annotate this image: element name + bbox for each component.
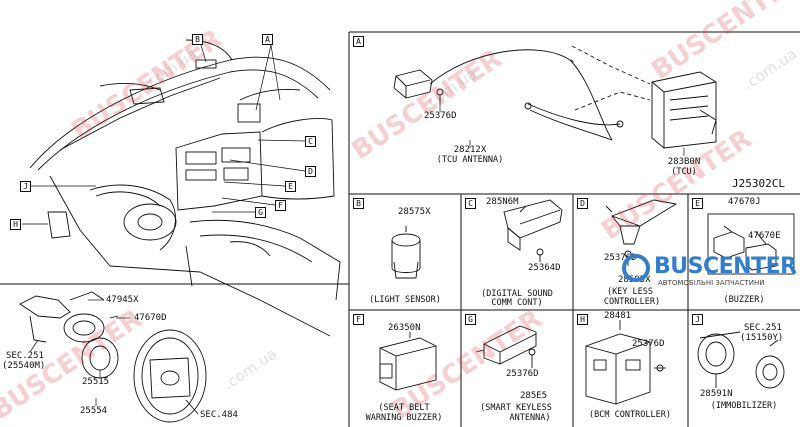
panel-g-letter: G <box>465 314 476 325</box>
part-caption: (KEY LESS <box>606 287 654 297</box>
part-caption: (BUZZER) <box>723 295 765 305</box>
callout-j: J <box>20 181 31 192</box>
part-caption: ANTENNA) <box>509 413 551 423</box>
panel-d-letter: D <box>577 198 588 209</box>
part-label: 25376D <box>604 253 637 263</box>
steering-leaders <box>29 299 130 406</box>
part-caption: (SEAT BELT <box>378 403 430 413</box>
part-label: 28212X <box>453 145 487 155</box>
panel-borders <box>0 31 800 427</box>
part-label: 47670D <box>134 313 167 323</box>
part-label: 25376D <box>424 111 457 121</box>
part-label: 285N6M <box>486 197 519 207</box>
part-caption: (SMART KEYLESS <box>480 403 552 413</box>
panel-c-letter: C <box>465 198 476 209</box>
overview-leaders <box>22 44 306 225</box>
callout-c: C <box>305 136 316 147</box>
part-caption: (DIGITAL SOUND <box>481 289 553 299</box>
panel-d-drawing <box>605 199 678 266</box>
part-caption: COMM CONT) <box>491 298 543 308</box>
diagram-code: J25302CL <box>732 177 785 190</box>
part-label: (25540M) <box>2 361 46 371</box>
part-label: SEC.251 <box>6 351 44 361</box>
part-label: 25364D <box>528 263 561 273</box>
part-label: 25554 <box>80 406 108 416</box>
part-label: 28481 <box>604 311 632 321</box>
part-label: 283B0N <box>667 157 701 167</box>
panel-e-drawing <box>707 213 795 275</box>
callout-d: D <box>305 166 316 177</box>
part-label: 285E5 <box>520 391 548 401</box>
logo-mark-icon <box>622 254 650 282</box>
part-label: SEC.484 <box>200 410 238 420</box>
panel-a-letter: A <box>353 36 364 47</box>
part-label: 28575X <box>398 207 431 217</box>
callout-g: G <box>255 207 266 218</box>
buscenter-logo: BUSCENTER АВТОМОБІЛЬНІ ЗАПЧАСТИНИ <box>622 250 797 296</box>
panel-f-drawing <box>379 332 437 391</box>
part-label: 25515 <box>82 377 110 387</box>
part-label: 25376D <box>506 369 539 379</box>
callout-h: H <box>10 219 21 230</box>
panel-h-drawing <box>585 320 666 405</box>
panel-e-letter: E <box>692 198 703 209</box>
panel-j-drawing <box>697 331 785 389</box>
part-label: 25376D <box>632 339 665 349</box>
part-label: 26350N <box>388 323 421 333</box>
callout-f: F <box>275 200 286 211</box>
logo-tagline: АВТОМОБІЛЬНІ ЗАПЧАСТИНИ <box>658 279 765 287</box>
panel-j-letter: J <box>692 314 703 325</box>
panel-b-drawing <box>391 226 421 279</box>
part-caption: WARNING BUZZER) <box>365 413 443 423</box>
callout-e: E <box>285 181 296 192</box>
logo-name: BUSCENTER <box>654 254 797 279</box>
panel-g-drawing <box>475 325 537 368</box>
panel-b-letter: B <box>353 198 364 209</box>
part-label: SEC.251 <box>744 323 782 333</box>
part-caption: (TCU) <box>671 167 697 177</box>
panel-a-drawing <box>393 45 717 149</box>
part-caption: (IMMOBILIZER) <box>710 401 778 411</box>
panel-c-drawing <box>503 199 563 262</box>
part-caption: (BCM CONTROLLER) <box>589 410 671 420</box>
part-label: 47670J <box>728 197 761 207</box>
part-caption: (TCU ANTENNA) <box>436 155 504 165</box>
panel-h-letter: H <box>577 314 588 325</box>
part-label: (15150Y) <box>740 333 784 343</box>
panel-a-leaders <box>439 104 685 156</box>
part-label: 47945X <box>106 295 139 305</box>
steering-drawing <box>19 291 207 423</box>
part-label: 47670E <box>748 231 781 241</box>
part-label: 28591N <box>700 389 733 399</box>
part-caption: CONTROLLER) <box>603 297 661 307</box>
part-caption: (LIGHT SENSOR) <box>369 295 441 305</box>
callout-a: A <box>262 34 273 45</box>
panel-f-letter: F <box>353 314 364 325</box>
callout-b: B <box>192 34 203 45</box>
dashboard-drawing <box>29 39 341 337</box>
